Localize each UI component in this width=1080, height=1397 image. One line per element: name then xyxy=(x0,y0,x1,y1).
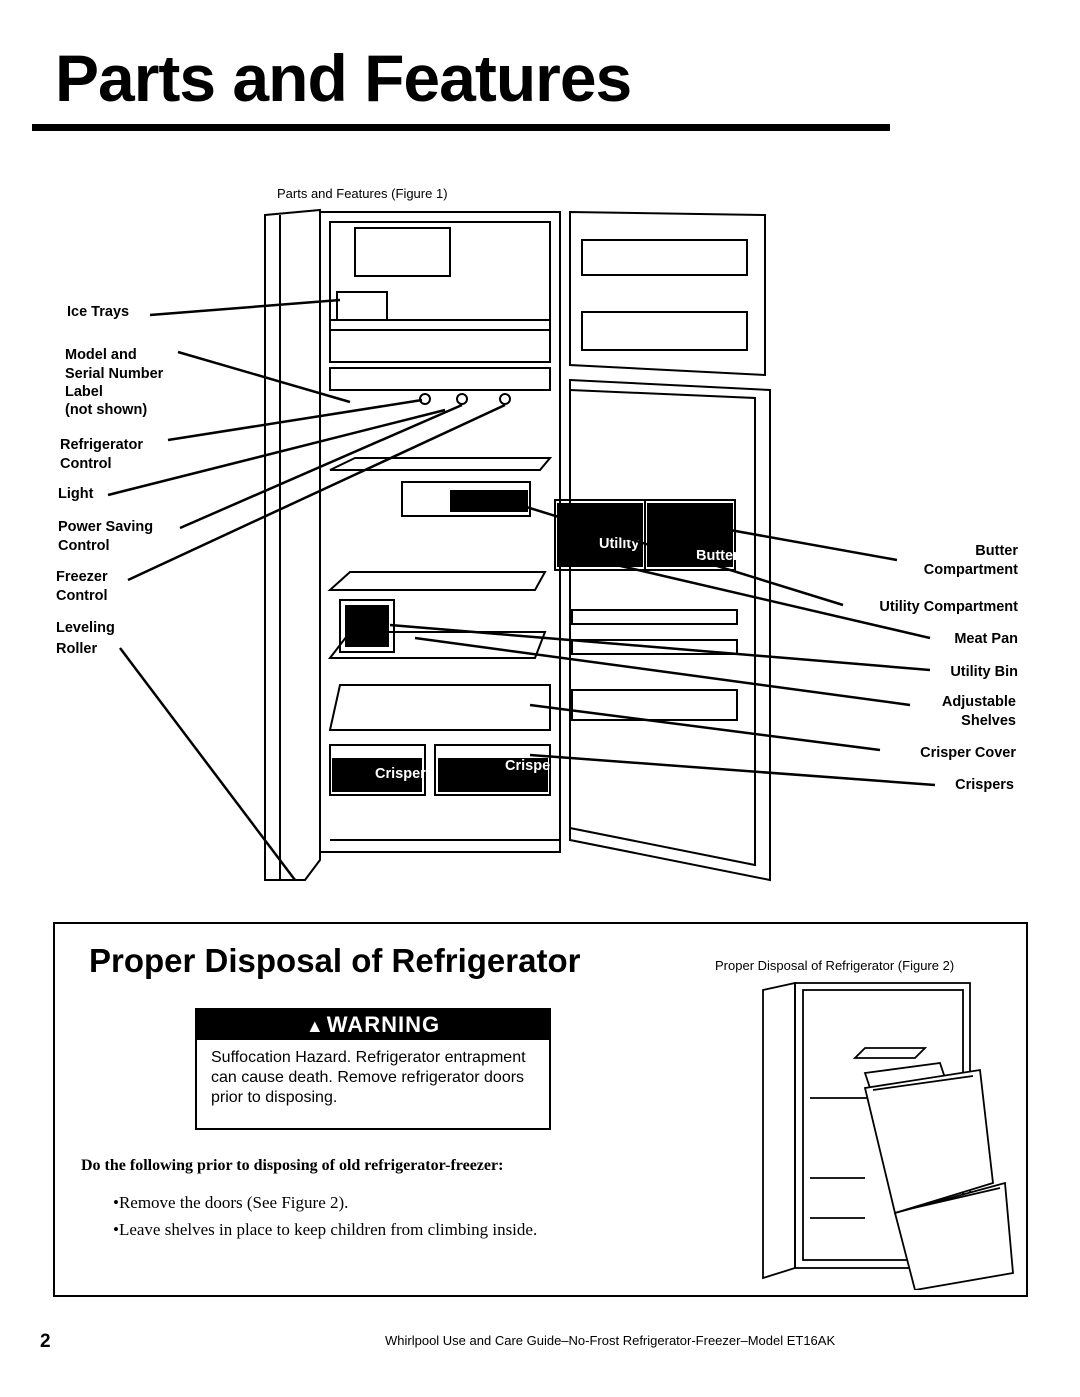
label-butter-2: Compartment xyxy=(924,562,1018,578)
freezer-door xyxy=(569,210,766,377)
instructions-list: •Remove the doors (See Figure 2). •Leave… xyxy=(113,1189,537,1243)
fresh-food-door xyxy=(569,378,771,882)
disposal-title: Proper Disposal of Refrigerator xyxy=(89,942,581,979)
crisper-cover-drawing xyxy=(328,684,551,731)
crisper-left xyxy=(329,744,426,796)
crisper-left-label: Crisper xyxy=(375,766,426,782)
instructions-heading: Do the following prior to disposing of o… xyxy=(81,1157,504,1174)
label-ice-trays: Ice Trays xyxy=(67,304,129,320)
label-light: Light xyxy=(58,486,94,502)
crisper-left-fill xyxy=(332,758,422,792)
leader-lines xyxy=(107,298,936,881)
instruction-item: •Remove the doors (See Figure 2). xyxy=(113,1193,349,1212)
refrigerator-parts-diagram: Utility Butter Crisper Crisper Ice Trays… xyxy=(56,208,1018,882)
label-power-saving-1: Power Saving xyxy=(58,519,153,535)
control-panel xyxy=(329,367,551,391)
figure2-caption: Proper Disposal of Refrigerator (Figure … xyxy=(715,958,955,973)
shelf-lower xyxy=(327,631,547,659)
drawer-fills xyxy=(332,490,733,792)
shelf-top xyxy=(329,457,553,471)
label-leveling-roller-1: Leveling xyxy=(56,620,115,636)
label-model-serial-1: Model and xyxy=(65,347,137,363)
page-title: Parts and Features xyxy=(55,41,632,115)
label-model-serial-3: Label xyxy=(65,384,103,400)
figure1-caption: Parts and Features (Figure 1) xyxy=(277,186,448,201)
freezer-compartment xyxy=(329,221,551,363)
label-freezer-control-1: Freezer xyxy=(56,569,108,585)
upper-shelf xyxy=(852,1047,928,1059)
label-utility-bin: Utility Bin xyxy=(950,664,1018,680)
label-model-serial-2: Serial Number xyxy=(65,366,164,382)
shelf-middle xyxy=(327,571,547,591)
label-refrigerator-control-1: Refrigerator xyxy=(60,437,143,453)
warning-label: WARNING xyxy=(326,1012,441,1037)
label-leveling-roller-2: Roller xyxy=(56,641,97,657)
crisper-right-fill xyxy=(438,758,548,792)
freezer-control-knob xyxy=(499,393,511,405)
freezer-vent xyxy=(354,227,451,277)
warning-text: Suffocation Hazard. Refrigerator entrapm… xyxy=(211,1049,526,1106)
crisper-right xyxy=(434,744,551,796)
label-adjustable-shelves-1: Adjustable xyxy=(942,694,1016,710)
label-freezer-control-2: Control xyxy=(56,588,108,604)
door-removal-diagram xyxy=(762,981,1014,1290)
disposal-section: Proper Disposal of Refrigerator ▲WARNING… xyxy=(53,922,1028,1297)
label-model-serial-4: (not shown) xyxy=(65,402,147,418)
butter-drawer-label: Butter xyxy=(696,548,739,564)
page-number: 2 xyxy=(40,1331,51,1352)
label-crisper-cover: Crisper Cover xyxy=(920,745,1016,761)
ice-trays-drawing xyxy=(336,291,388,321)
utility-compartment-fill xyxy=(557,503,643,567)
crisper-right-label: Crisper xyxy=(505,758,556,774)
warning-header: ▲WARNING xyxy=(197,1010,549,1040)
label-meat-pan: Meat Pan xyxy=(954,631,1018,647)
power-saving-control-knob xyxy=(456,393,468,405)
utility-compartment-drawing xyxy=(401,481,531,517)
utility-bin-fill xyxy=(345,605,389,647)
label-adjustable-shelves-2: Shelves xyxy=(961,713,1016,729)
footer-text: Whirlpool Use and Care Guide–No-Frost Re… xyxy=(385,1333,836,1348)
refrigerator-drawing xyxy=(264,208,771,882)
utility-drawer-label: Utility xyxy=(599,536,639,552)
label-utility-compartment: Utility Compartment xyxy=(879,599,1018,615)
warning-triangle-icon: ▲ xyxy=(305,1016,325,1036)
cabinet-front xyxy=(319,211,561,853)
label-crispers: Crispers xyxy=(955,777,1014,793)
label-refrigerator-control-2: Control xyxy=(60,456,112,472)
label-power-saving-2: Control xyxy=(58,538,110,554)
fridge-side xyxy=(762,981,796,1280)
removed-upper-door xyxy=(863,1068,994,1215)
title-underline xyxy=(32,124,890,131)
cabinet-side xyxy=(264,208,321,881)
warning-box: ▲WARNING Suffocation Hazard. Refrigerato… xyxy=(195,1008,551,1130)
label-butter-1: Butter xyxy=(975,543,1018,559)
refrigerator-control-knob xyxy=(419,393,431,405)
removed-lower-door xyxy=(893,1181,1014,1290)
instruction-item: •Leave shelves in place to keep children… xyxy=(113,1220,538,1239)
meat-pan-fill xyxy=(450,490,528,512)
